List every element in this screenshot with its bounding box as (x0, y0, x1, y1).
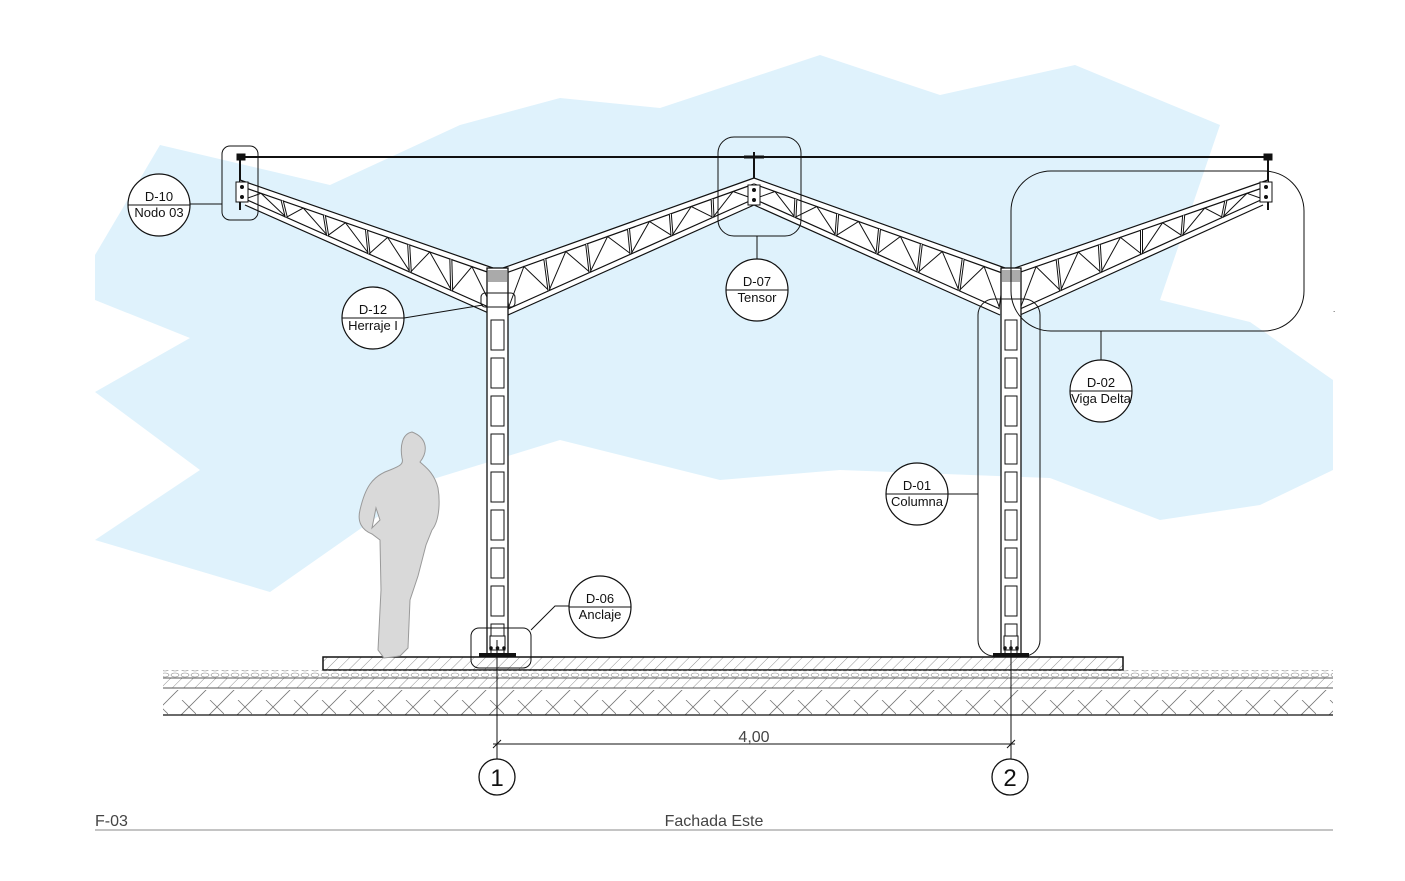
truss-arm (238, 179, 495, 316)
callout-code: D-12 (359, 302, 387, 317)
callout-name: Herraje I (348, 318, 398, 333)
dimension-line (492, 640, 1016, 760)
callout-code: D-02 (1087, 375, 1115, 390)
node-plate (747, 184, 761, 206)
callout-name: Tensor (737, 290, 777, 305)
callout-code: D-01 (903, 478, 931, 493)
sheet-title: Fachada Este (665, 813, 764, 830)
callout-code: D-07 (743, 274, 771, 289)
callout-name: Columna (891, 494, 944, 509)
callout-name: Anclaje (579, 607, 622, 622)
callout-name: Viga Delta (1071, 391, 1132, 406)
detail-highlights (190, 136, 1305, 669)
node-plate (1259, 181, 1273, 203)
node-plate (235, 181, 249, 203)
callout-code: D-06 (586, 591, 614, 606)
grid-axis-2: 2 (991, 758, 1029, 796)
ground (163, 656, 1333, 716)
callout-code: D-10 (145, 189, 173, 204)
human-figure (358, 431, 440, 659)
dimension-label: 4,00 (738, 729, 769, 746)
truss-arm (1013, 179, 1270, 316)
column (993, 267, 1029, 657)
svg-text:1: 1 (490, 765, 503, 792)
truss-arm (501, 177, 756, 316)
sky-gap (120, 560, 280, 610)
callout-name: Nodo 03 (134, 205, 183, 220)
svg-text:.: . (1333, 305, 1335, 314)
grid-axis-1: 1 (478, 758, 516, 796)
sky-background (95, 55, 1333, 592)
sheet-code: F-03 (95, 813, 128, 830)
svg-text:2: 2 (1003, 765, 1016, 792)
